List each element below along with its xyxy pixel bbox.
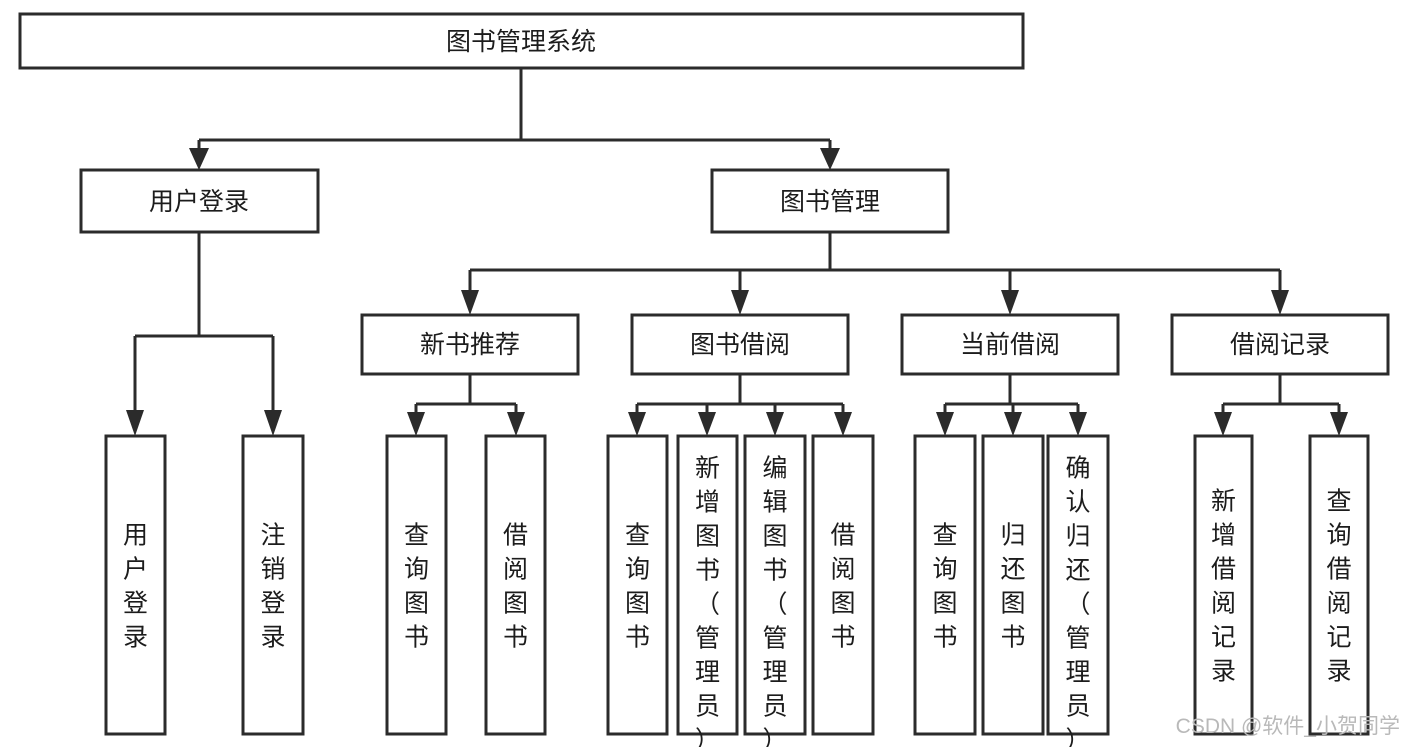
leaf-query-book-2-box[interactable] <box>606 434 669 736</box>
leaf-confirm-return[interactable]: 确认归还（管理员） <box>1046 434 1110 747</box>
arrow-head-leaf-query-book-1 <box>407 412 425 436</box>
arrow-head-new-book-rec <box>461 290 479 315</box>
leaf-logout-label: 注销登录 <box>260 522 285 652</box>
node-root[interactable]: 图书管理系统 <box>18 12 1025 70</box>
bracket-glyph: （ <box>762 591 787 619</box>
leaf-borrow-book-1-box[interactable] <box>484 434 547 736</box>
arrow-head-leaf-edit-book <box>766 412 784 436</box>
arrow-head-leaf-user-login <box>126 410 144 436</box>
leaf-user-login-label: 用户登录 <box>123 522 148 652</box>
leaf-query-record[interactable]: 查询借阅记录 <box>1308 434 1370 736</box>
leaf-borrow-book-2[interactable]: 借阅图书 <box>811 434 875 736</box>
node-current-borrow-label: 当前借阅 <box>960 331 1060 359</box>
arrow-head-leaf-query-book-2 <box>628 412 646 436</box>
arrow-head-leaf-return-book <box>1004 412 1022 436</box>
arrow-head-leaf-logout <box>264 410 282 436</box>
leaf-edit-book[interactable]: 编辑图书（管理员） <box>743 434 807 747</box>
leaf-user-login-box[interactable] <box>104 434 167 736</box>
node-new-book-rec[interactable]: 新书推荐 <box>360 313 580 376</box>
bracket-glyph: ） <box>762 727 787 747</box>
leaf-query-book-2[interactable]: 查询图书 <box>606 434 669 736</box>
arrow-head-current-borrow <box>1001 290 1019 315</box>
node-borrow-record[interactable]: 借阅记录 <box>1170 313 1390 376</box>
leaf-edit-book-box[interactable] <box>743 434 807 736</box>
leaf-return-book-box[interactable] <box>981 434 1045 736</box>
arrow-head-user-login <box>189 148 209 170</box>
node-user-login-label: 用户登录 <box>149 188 249 216</box>
leaf-add-record-box[interactable] <box>1193 434 1254 736</box>
bracket-glyph: （ <box>695 591 720 619</box>
node-book-borrow-box[interactable] <box>630 313 850 376</box>
bracket-glyph: （ <box>1065 591 1090 619</box>
leaf-borrow-book-2-box[interactable] <box>811 434 875 736</box>
node-borrow-record-box[interactable] <box>1170 313 1390 376</box>
node-book-borrow[interactable]: 图书借阅 <box>630 313 850 376</box>
arrow-head-book-borrow <box>731 290 749 315</box>
arrow-head-leaf-query-book-3 <box>936 412 954 436</box>
leaf-edit-book-label: 编辑图书（管理员） <box>762 455 787 747</box>
leaf-query-record-box[interactable] <box>1308 434 1370 736</box>
arrow-head-leaf-query-record <box>1330 412 1348 436</box>
leaf-query-record-label: 查询借阅记录 <box>1326 488 1351 686</box>
arrow-head-leaf-confirm-return <box>1069 412 1087 436</box>
node-book-manage-label: 图书管理 <box>780 188 880 216</box>
node-book-borrow-label: 图书借阅 <box>690 331 790 359</box>
leaf-query-book-3[interactable]: 查询图书 <box>913 434 977 736</box>
leaf-node-layer: 用户登录 注销登录 查询图书 借阅图书 查询图书 新增图书（管理员） 编辑图书（管理员） 借阅… <box>104 434 1370 747</box>
leaf-add-record[interactable]: 新增借阅记录 <box>1193 434 1254 736</box>
leaf-return-book-label: 归还图书 <box>1000 522 1025 652</box>
watermark-label: CSDN @软件_小贺同学 <box>1176 715 1400 738</box>
leaf-add-book-box[interactable] <box>676 434 739 736</box>
leaf-borrow-book-1-label: 借阅图书 <box>503 522 528 652</box>
leaf-logout-box[interactable] <box>241 434 305 736</box>
arrow-head-borrow-record <box>1271 290 1289 315</box>
leaf-logout[interactable]: 注销登录 <box>241 434 305 736</box>
node-user-login[interactable]: 用户登录 <box>79 168 320 234</box>
node-book-manage[interactable]: 图书管理 <box>710 168 950 234</box>
leaf-add-record-label: 新增借阅记录 <box>1211 488 1236 686</box>
leaf-query-book-1-box[interactable] <box>385 434 448 736</box>
leaf-return-book[interactable]: 归还图书 <box>981 434 1045 736</box>
node-borrow-record-label: 借阅记录 <box>1230 331 1330 359</box>
leaf-query-book-1[interactable]: 查询图书 <box>385 434 448 736</box>
leaf-query-book-1-label: 查询图书 <box>404 522 429 652</box>
node-book-manage-box[interactable] <box>710 168 950 234</box>
leaf-query-book-3-label: 查询图书 <box>932 522 957 652</box>
leaf-add-book[interactable]: 新增图书（管理员） <box>676 434 739 747</box>
leaf-borrow-book-2-label: 借阅图书 <box>830 522 855 652</box>
node-current-borrow-box[interactable] <box>900 313 1120 376</box>
arrow-head-leaf-add-book <box>698 412 716 436</box>
node-new-book-rec-label: 新书推荐 <box>420 331 520 359</box>
leaf-query-book-2-label: 查询图书 <box>625 522 650 652</box>
node-root-label: 图书管理系统 <box>446 28 596 56</box>
arrow-head-leaf-add-record <box>1214 412 1232 436</box>
node-new-book-rec-box[interactable] <box>360 313 580 376</box>
leaf-add-book-label: 新增图书（管理员） <box>695 455 720 747</box>
leaf-confirm-return-box[interactable] <box>1046 434 1110 736</box>
node-user-login-box[interactable] <box>79 168 320 234</box>
connector-layer <box>126 68 1348 436</box>
bracket-glyph: ） <box>695 727 720 747</box>
node-current-borrow[interactable]: 当前借阅 <box>900 313 1120 376</box>
arrow-head-book-manage <box>820 148 840 170</box>
leaf-user-login[interactable]: 用户登录 <box>104 434 167 736</box>
arrow-head-leaf-borrow-book-1 <box>507 412 525 436</box>
leaf-query-book-3-box[interactable] <box>913 434 977 736</box>
node-root-box[interactable] <box>18 12 1025 70</box>
leaf-borrow-book-1[interactable]: 借阅图书 <box>484 434 547 736</box>
bracket-glyph: ） <box>1065 727 1090 747</box>
arrow-head-leaf-borrow-book-2 <box>834 412 852 436</box>
leaf-confirm-return-label: 确认归还（管理员） <box>1065 455 1090 747</box>
